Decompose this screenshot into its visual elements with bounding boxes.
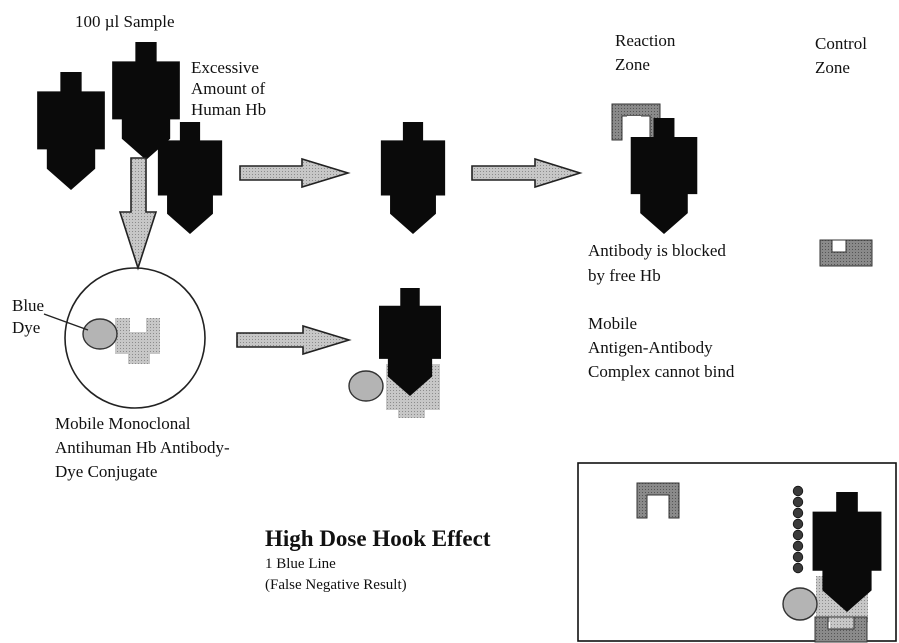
mobile-label-line2: Antigen-Antibody xyxy=(588,338,713,357)
pointer-line xyxy=(43,313,89,331)
reaction-zone-label-line1: Reaction xyxy=(615,31,676,50)
result-label-line2: (False Negative Result) xyxy=(265,577,407,593)
control-zone-antibody xyxy=(819,239,873,267)
down-arrow xyxy=(118,157,158,271)
blue-dye-bead xyxy=(348,370,384,402)
result-label-line1: 1 Blue Line xyxy=(265,556,336,572)
blue-dye-label-line1: Blue xyxy=(12,296,45,315)
mobile-label-line3: Complex cannot bind xyxy=(588,362,735,381)
hb-molecule xyxy=(37,72,105,190)
right-arrow xyxy=(471,157,583,189)
immobilized-antibody xyxy=(611,103,661,141)
excess-label-line2: Amount of xyxy=(191,79,266,98)
conjugate-circle xyxy=(64,267,206,409)
diagram-title: High Dose Hook Effect xyxy=(265,526,491,551)
control-line-antibody xyxy=(636,482,680,519)
reaction-line-antibody xyxy=(814,616,868,643)
right-arrow xyxy=(236,324,352,356)
antibody-fragment xyxy=(115,318,160,364)
sample-label: 100 µl Sample xyxy=(75,12,175,31)
excess-label-line3: Human Hb xyxy=(191,100,267,119)
conjugate-label-line2: Antihuman Hb Antibody- xyxy=(55,438,230,457)
excess-label-line1: Excessive xyxy=(191,58,259,77)
control-zone-label-line2: Zone xyxy=(815,58,850,77)
right-arrow xyxy=(239,157,351,189)
conjugate-label-line1: Mobile Monoclonal xyxy=(55,414,191,433)
reaction-zone-label-line2: Zone xyxy=(615,55,650,74)
conjugate-label-line3: Dye Conjugate xyxy=(55,462,158,481)
control-zone-label-line1: Control xyxy=(815,34,867,53)
hb-molecule xyxy=(630,118,698,234)
mobile-label-line1: Mobile xyxy=(588,314,638,333)
blue-dye-label-line2: Dye xyxy=(12,318,41,337)
blue-dye-bead xyxy=(82,318,118,350)
blocked-label-line2: by free Hb xyxy=(588,266,661,285)
blue-dye-bead xyxy=(782,587,818,621)
blue-dye-beads-column xyxy=(792,485,804,574)
blocked-label-line1: Antibody is blocked xyxy=(588,241,726,260)
free-hb-molecule xyxy=(380,122,446,234)
